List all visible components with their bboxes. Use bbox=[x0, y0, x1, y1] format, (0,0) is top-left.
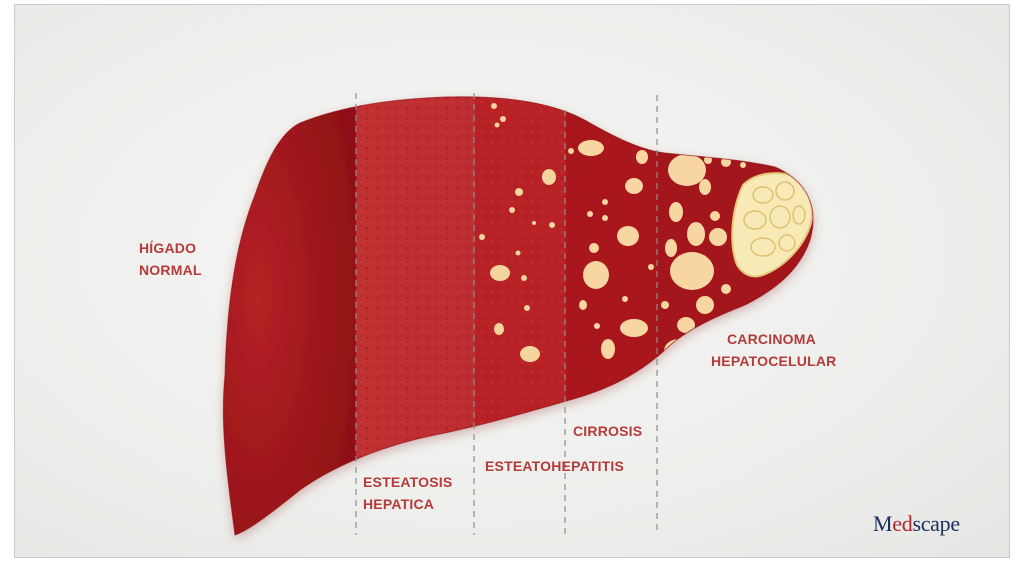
label-line: CIRROSIS bbox=[573, 420, 642, 442]
label-line: HÍGADO bbox=[139, 237, 202, 259]
label-normal-liver: HÍGADO NORMAL bbox=[139, 237, 202, 281]
label-line: CARCINOMA bbox=[711, 328, 837, 350]
label-steatosis: ESTEATOSIS HEPATICA bbox=[363, 471, 452, 515]
label-line: ESTEATOSIS bbox=[363, 471, 452, 493]
diagram-frame: HÍGADO NORMAL ESTEATOSIS HEPATICA ESTEAT… bbox=[14, 4, 1010, 558]
label-line: HEPATICA bbox=[363, 493, 452, 515]
label-carcinoma: CARCINOMA HEPATOCELULAR bbox=[711, 328, 837, 372]
label-line: NORMAL bbox=[139, 259, 202, 281]
logo-suffix: scape bbox=[912, 511, 959, 536]
label-line: ESTEATOHEPATITIS bbox=[485, 455, 624, 477]
liver bbox=[205, 85, 857, 555]
label-steatohepatitis: ESTEATOHEPATITIS bbox=[485, 455, 624, 477]
logo-prefix: M bbox=[873, 511, 892, 536]
medscape-logo: Medscape bbox=[873, 511, 960, 537]
label-cirrhosis: CIRROSIS bbox=[573, 420, 642, 442]
label-line: HEPATOCELULAR bbox=[711, 350, 837, 372]
logo-accent: ed bbox=[892, 511, 912, 536]
